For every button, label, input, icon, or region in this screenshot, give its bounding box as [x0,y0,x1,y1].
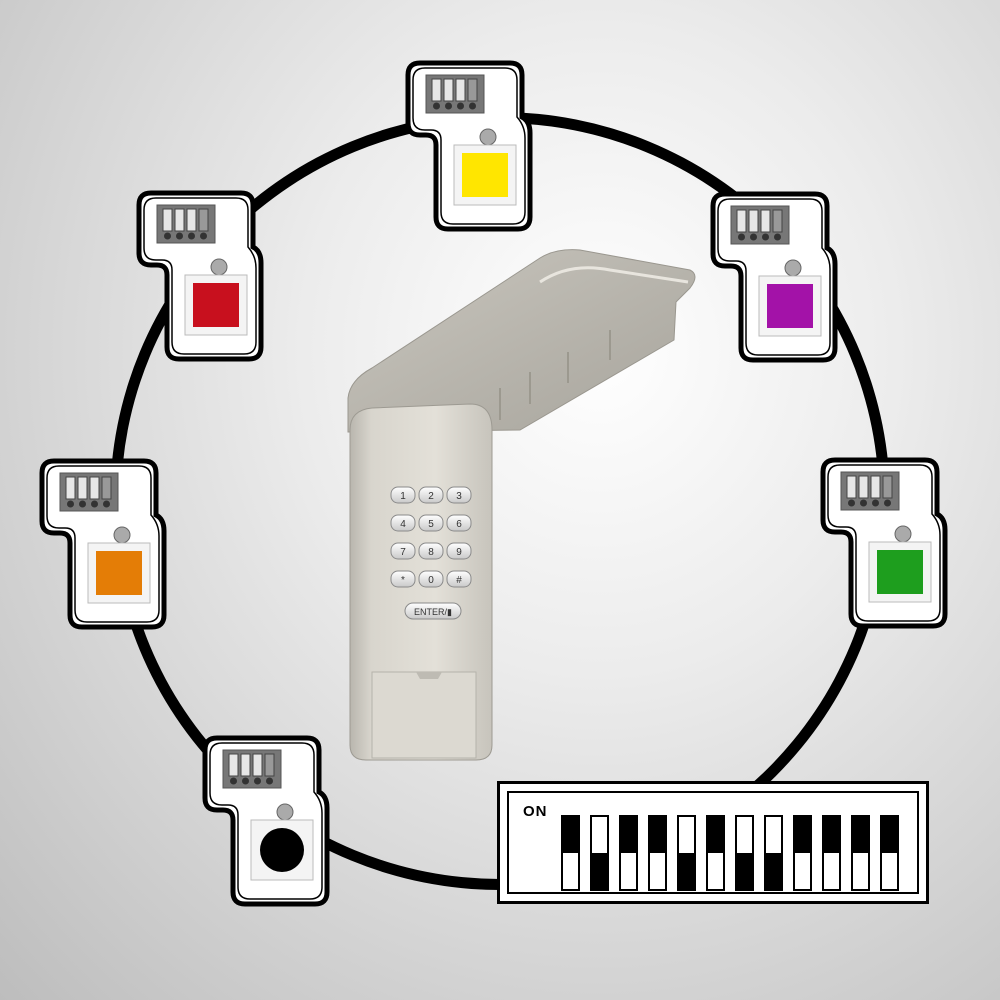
dip-switch-4[interactable] [648,815,667,891]
dip-switch-panel: ON [497,781,929,904]
key-3[interactable] [446,486,472,504]
enter-key-label: ENTER/▮ [414,607,452,617]
dip-switch-8[interactable] [764,815,783,891]
dip-switch-11[interactable] [851,815,870,891]
key-0[interactable] [418,570,444,588]
badge-black [199,732,335,915]
key-label: 4 [400,519,406,530]
dip-switch-knob [679,853,694,889]
badge-yellow-graphic [405,60,533,232]
key-label: 7 [400,547,406,558]
key-label: 0 [428,575,434,586]
key-label: * [401,575,405,586]
dip-switch-knob [563,817,578,853]
key-label: 3 [456,491,462,502]
dip-switch-2[interactable] [590,815,609,891]
key-5[interactable] [418,514,444,532]
key-8[interactable] [418,542,444,560]
dip-switch-knob [882,817,897,853]
key-label: 9 [456,547,462,558]
badge-orange [36,455,172,638]
dip-switch-knob [708,817,723,853]
key-4[interactable] [390,514,416,532]
key-label: 6 [456,519,462,530]
keypad-cover [347,249,696,433]
key-label: 2 [428,491,434,502]
key-label: 8 [428,547,434,558]
key-1[interactable] [390,486,416,504]
dip-switch-knob [824,817,839,853]
dip-switch-frame: ON [507,791,919,894]
dip-switch-knob [650,817,665,853]
dip-switch-knob [853,817,868,853]
dip-switch-10[interactable] [822,815,841,891]
key-7[interactable] [390,542,416,560]
key-label: # [456,575,462,586]
key-hash[interactable] [446,570,472,588]
dip-switch-12[interactable] [880,815,899,891]
badge-purple-graphic [710,191,838,363]
dip-switch-knob [592,853,607,889]
badge-yellow [402,57,538,240]
badge-red [133,187,269,370]
dip-switch-6[interactable] [706,815,725,891]
dip-switch-7[interactable] [735,815,754,891]
badge-red-graphic [136,190,264,362]
key-label: 1 [400,491,406,502]
key-9[interactable] [446,542,472,560]
dip-switch-5[interactable] [677,815,696,891]
battery-door [371,671,477,759]
badge-black-graphic [202,735,330,907]
dip-switch-knob [795,817,810,853]
dip-switch-1[interactable] [561,815,580,891]
badge-orange-graphic [39,458,167,630]
dip-switch-knob [766,853,781,889]
dip-switch-knob [621,817,636,853]
badge-green [817,454,953,637]
dip-on-label: ON [523,803,548,820]
enter-key[interactable] [404,602,462,620]
dip-switch-3[interactable] [619,815,638,891]
key-star[interactable] [390,570,416,588]
badge-green-graphic [820,457,948,629]
key-label: 5 [428,519,434,530]
dip-switch-knob [737,853,752,889]
badge-purple [707,188,843,371]
key-6[interactable] [446,514,472,532]
dip-switch-9[interactable] [793,815,812,891]
key-2[interactable] [418,486,444,504]
